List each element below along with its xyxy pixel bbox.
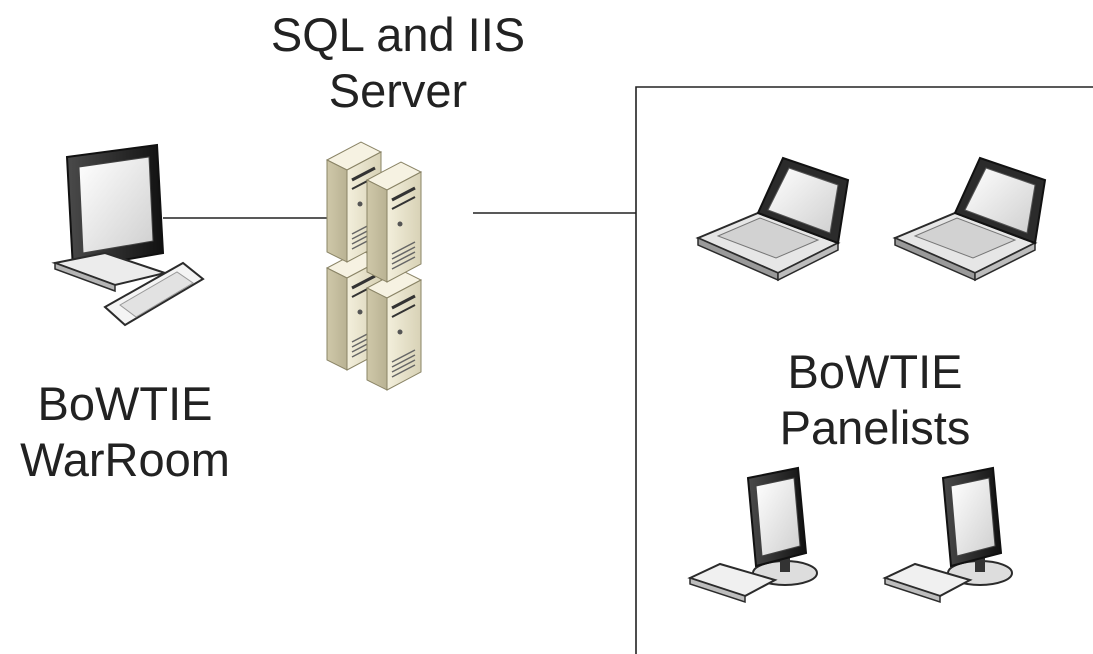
server-rack-icon [325,140,423,392]
laptop-icon [697,157,849,281]
laptop-icon [894,157,1046,281]
panelists-group-border [635,86,1093,654]
warroom-desktop-icon [51,143,205,327]
server-label-line1: SQL and IIS [270,8,526,61]
warroom-label: BoWTIE WarRoom [0,376,250,488]
warroom-label-line1: BoWTIE [37,377,213,430]
desktop-computer-icon [689,467,818,603]
panelists-label-line2: Panelists [779,401,971,454]
warroom-label-line2: WarRoom [20,433,230,486]
server-label-line2: Server [328,64,468,117]
desktop-computer-icon [884,467,1013,603]
panelists-label: BoWTIE Panelists [740,344,1010,456]
panelists-label-line1: BoWTIE [787,345,963,398]
server-label: SQL and IIS Server [228,7,568,119]
